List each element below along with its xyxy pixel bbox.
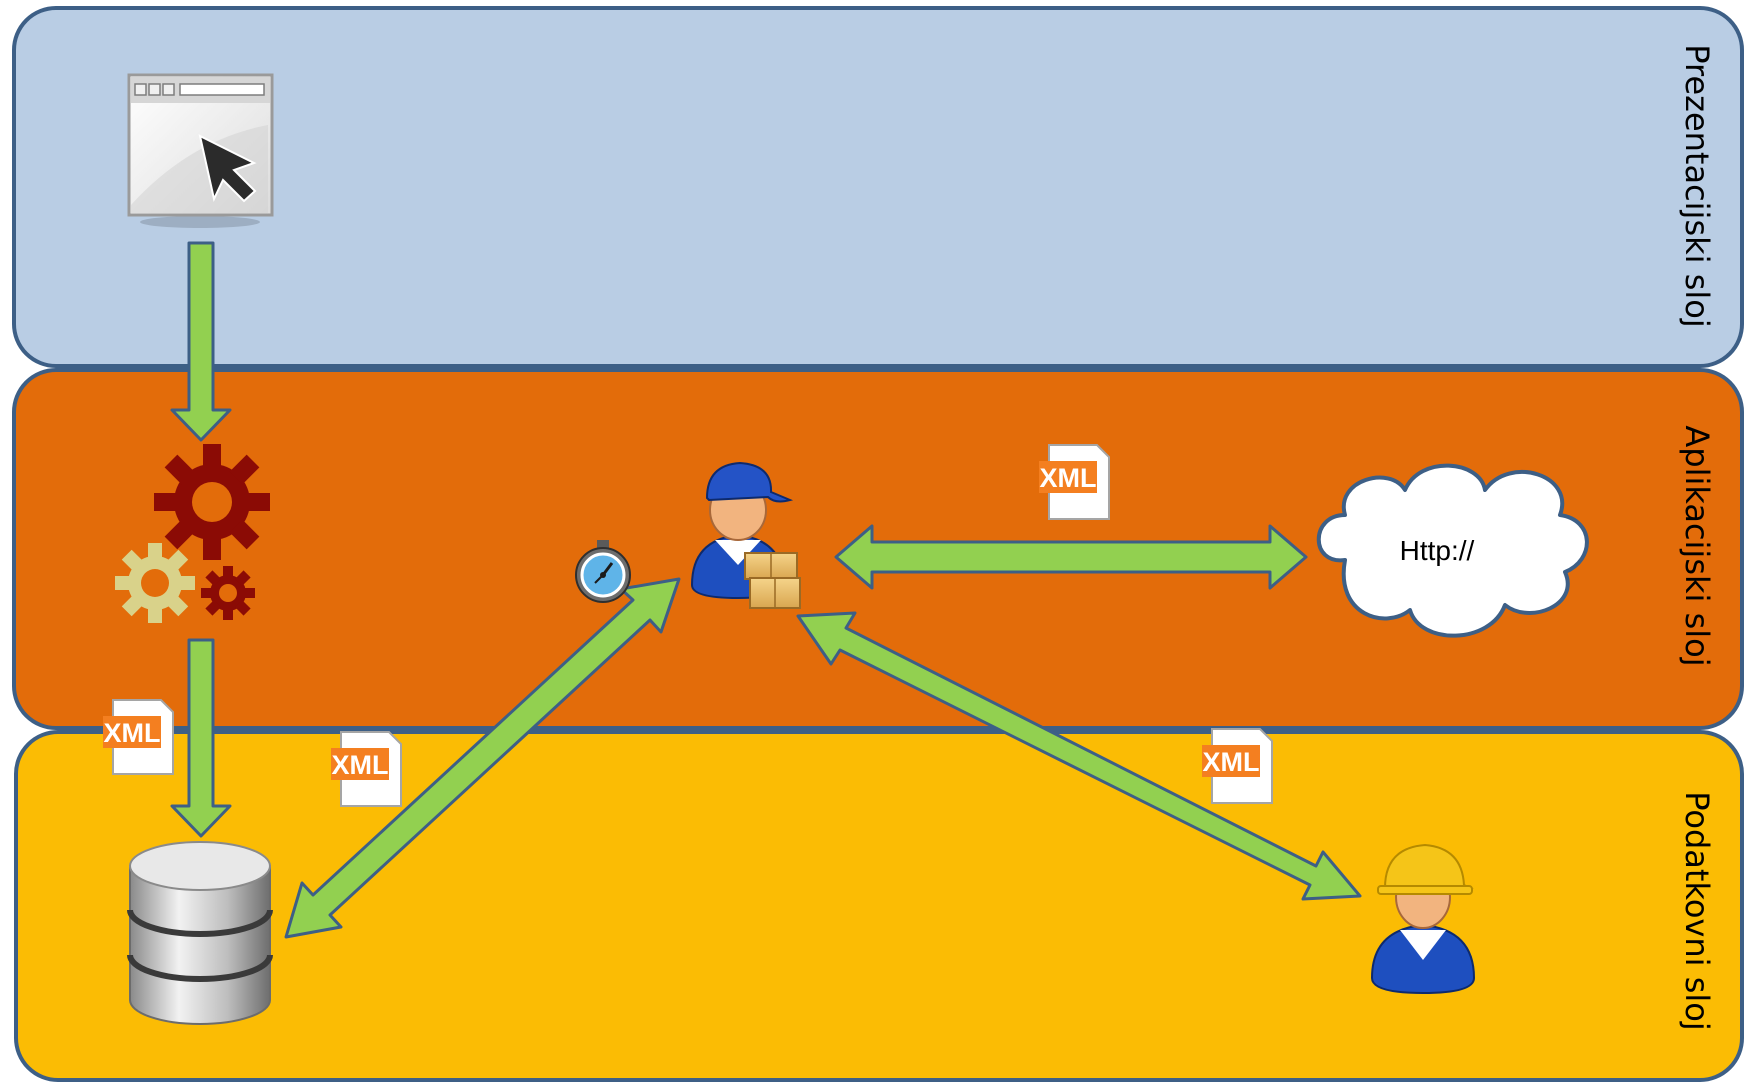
courier-worker-icon: [690, 461, 801, 609]
arrow-courier-to-cloud: [834, 524, 1308, 590]
xml-file-icon: XML: [1202, 728, 1273, 804]
arrow-gears-to-database: [170, 638, 232, 838]
xml-badge-label: XML: [332, 750, 389, 780]
gear-light: [115, 543, 195, 623]
presentation-layer: [12, 6, 1744, 368]
arrow-browser-to-gears: [170, 241, 232, 442]
xml-badge-label: XML: [1203, 747, 1260, 777]
arrow-database-to-courier: [284, 577, 681, 939]
xml-badge-label: XML: [104, 718, 161, 748]
gear-large: [154, 444, 270, 560]
package-boxes: [744, 552, 801, 609]
cloud-icon: Http://: [1316, 463, 1589, 638]
xml-file-icon: XML: [331, 731, 402, 807]
xml-file-icon: XML: [1039, 444, 1110, 520]
arrow-courier-to-worker: [796, 611, 1362, 901]
gears-icon: [115, 444, 270, 623]
stopwatch-icon: [575, 540, 631, 603]
database-icon: [127, 841, 273, 1025]
construction-worker-icon: [1370, 843, 1476, 995]
xml-file-icon: XML: [103, 699, 174, 775]
browser-window-icon[interactable]: [127, 73, 274, 228]
gear-small: [201, 566, 255, 620]
xml-badge-label: XML: [1040, 463, 1097, 493]
cloud-label: Http://: [1400, 535, 1475, 566]
